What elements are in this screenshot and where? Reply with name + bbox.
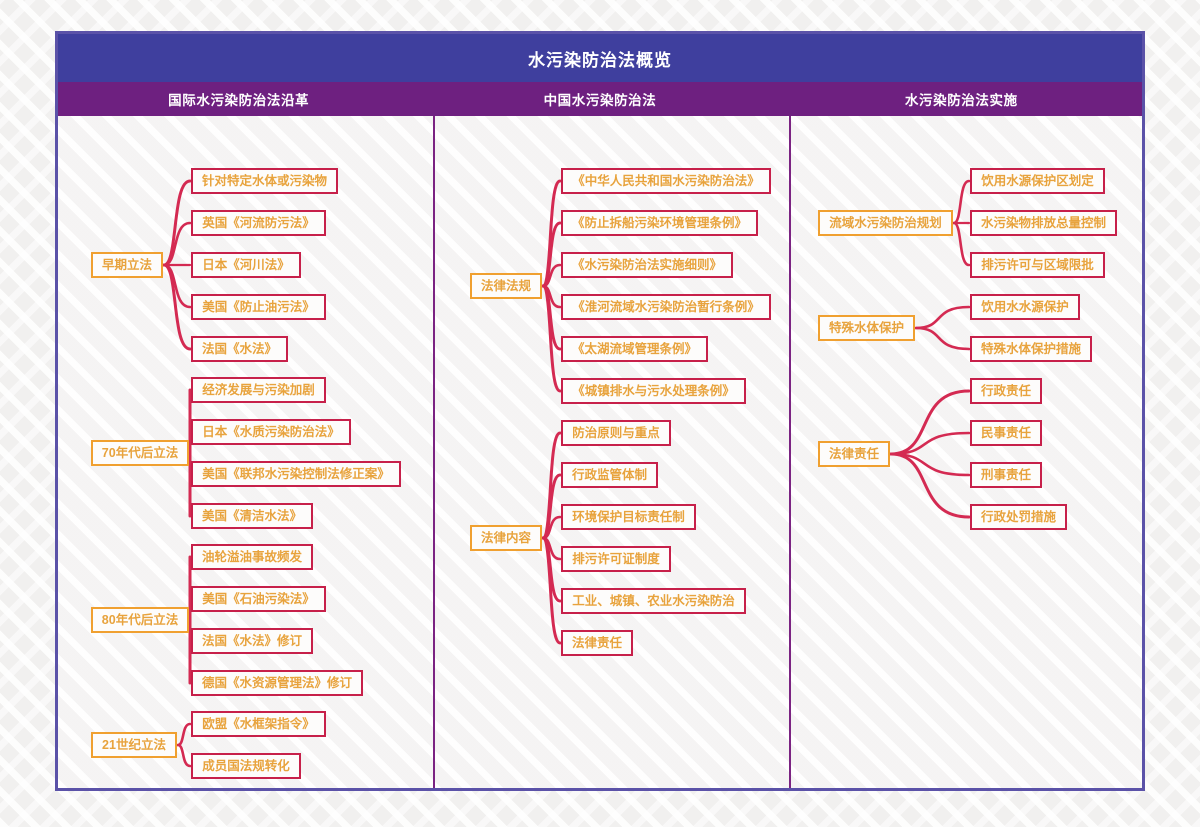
connector-path (162, 221, 192, 267)
mindmap-parent-node[interactable]: 特殊水体保护 (818, 315, 915, 341)
connector-path (541, 221, 562, 288)
mindmap-child-node[interactable]: 美国《联邦水污染控制法修正案》 (191, 461, 401, 487)
connector-path (162, 179, 192, 267)
connector-path (541, 431, 562, 540)
column-header-bar: 国际水污染防治法沿革 中国水污染防治法 水污染防治法实施 (58, 82, 1142, 116)
connector-path (889, 431, 971, 456)
mindmap-child-node[interactable]: 《水污染防治法实施细则》 (561, 252, 733, 278)
connector-path (914, 305, 971, 330)
mindmap-child-node[interactable]: 环境保护目标责任制 (561, 504, 696, 530)
mindmap-child-node[interactable]: 特殊水体保护措施 (970, 336, 1092, 362)
mindmap-child-node[interactable]: 《城镇排水与污水处理条例》 (561, 378, 746, 404)
mindmap-child-node[interactable]: 经济发展与污染加剧 (191, 377, 326, 403)
connector-path (914, 326, 971, 351)
connector-path (541, 284, 562, 309)
connector-path (541, 536, 562, 645)
mindmap-child-node[interactable]: 《防止拆船污染环境管理条例》 (561, 210, 758, 236)
connector-path (541, 536, 562, 603)
connector-path (889, 389, 971, 456)
mindmap-canvas: 早期立法针对特定水体或污染物英国《河流防污法》日本《河川法》美国《防止油污法》法… (58, 116, 1142, 788)
mindmap-board: 水污染防治法概览 国际水污染防治法沿革 中国水污染防治法 水污染防治法实施 早期… (55, 31, 1145, 791)
mindmap-child-node[interactable]: 饮用水水源保护 (970, 294, 1080, 320)
mindmap-parent-node[interactable]: 法律内容 (470, 525, 542, 551)
mindmap-child-node[interactable]: 油轮溢油事故频发 (191, 544, 313, 570)
connector-path (541, 263, 562, 288)
column-header-china: 中国水污染防治法 (543, 93, 657, 108)
page-title: 水污染防治法概览 (58, 34, 1142, 82)
mindmap-child-node[interactable]: 美国《防止油污法》 (191, 294, 326, 320)
mindmap-child-node[interactable]: 成员国法规转化 (191, 753, 301, 779)
mindmap-child-node[interactable]: 民事责任 (970, 420, 1042, 446)
mindmap-child-node[interactable]: 行政监管体制 (561, 462, 658, 488)
column-header-implementation: 水污染防治法实施 (904, 93, 1018, 108)
mindmap-child-node[interactable]: 工业、城镇、农业水污染防治 (561, 588, 746, 614)
connector-path (541, 284, 562, 351)
connector-path (541, 179, 562, 288)
mindmap-parent-node[interactable]: 早期立法 (91, 252, 163, 278)
connector-path (541, 473, 562, 540)
mindmap-parent-node[interactable]: 法律责任 (818, 441, 890, 467)
mindmap-child-node[interactable]: 排污许可证制度 (561, 546, 671, 572)
connector-path (889, 452, 971, 477)
mindmap-parent-node[interactable]: 21世纪立法 (91, 732, 177, 758)
connector-path (162, 263, 192, 309)
connector-path (889, 452, 971, 519)
column-divider-2 (789, 116, 791, 788)
connector-path (952, 221, 971, 267)
mindmap-child-node[interactable]: 德国《水资源管理法》修订 (191, 670, 363, 696)
mindmap-parent-node[interactable]: 法律法规 (470, 273, 542, 299)
mindmap-child-node[interactable]: 刑事责任 (970, 462, 1042, 488)
mindmap-child-node[interactable]: 《太湖流域管理条例》 (561, 336, 708, 362)
mindmap-child-node[interactable]: 美国《清洁水法》 (191, 503, 313, 529)
mindmap-parent-node[interactable]: 70年代后立法 (91, 440, 189, 466)
connector-path (541, 515, 562, 540)
connector-path (952, 179, 971, 225)
column-divider-1 (433, 116, 435, 788)
mindmap-child-node[interactable]: 欧盟《水框架指令》 (191, 711, 326, 737)
connector-path (541, 284, 562, 393)
mindmap-child-node[interactable]: 日本《河川法》 (191, 252, 301, 278)
connector-path (541, 536, 562, 561)
connector-path (176, 722, 192, 747)
connector-path (162, 263, 192, 351)
mindmap-child-node[interactable]: 英国《河流防污法》 (191, 210, 326, 236)
mindmap-child-node[interactable]: 美国《石油污染法》 (191, 586, 326, 612)
mindmap-parent-node[interactable]: 80年代后立法 (91, 607, 189, 633)
connector-path (176, 743, 192, 768)
mindmap-child-node[interactable]: 针对特定水体或污染物 (191, 168, 338, 194)
mindmap-child-node[interactable]: 法国《水法》修订 (191, 628, 313, 654)
mindmap-child-node[interactable]: 排污许可与区域限批 (970, 252, 1105, 278)
mindmap-child-node[interactable]: 防治原则与重点 (561, 420, 671, 446)
mindmap-child-node[interactable]: 《淮河流域水污染防治暂行条例》 (561, 294, 771, 320)
mindmap-child-node[interactable]: 水污染物排放总量控制 (970, 210, 1117, 236)
mindmap-child-node[interactable]: 日本《水质污染防治法》 (191, 419, 351, 445)
mindmap-child-node[interactable]: 《中华人民共和国水污染防治法》 (561, 168, 771, 194)
column-header-international: 国际水污染防治法沿革 (168, 93, 310, 108)
mindmap-child-node[interactable]: 饮用水源保护区划定 (970, 168, 1105, 194)
mindmap-parent-node[interactable]: 流域水污染防治规划 (818, 210, 953, 236)
mindmap-child-node[interactable]: 行政责任 (970, 378, 1042, 404)
mindmap-child-node[interactable]: 行政处罚措施 (970, 504, 1067, 530)
mindmap-child-node[interactable]: 法律责任 (561, 630, 633, 656)
mindmap-child-node[interactable]: 法国《水法》 (191, 336, 288, 362)
